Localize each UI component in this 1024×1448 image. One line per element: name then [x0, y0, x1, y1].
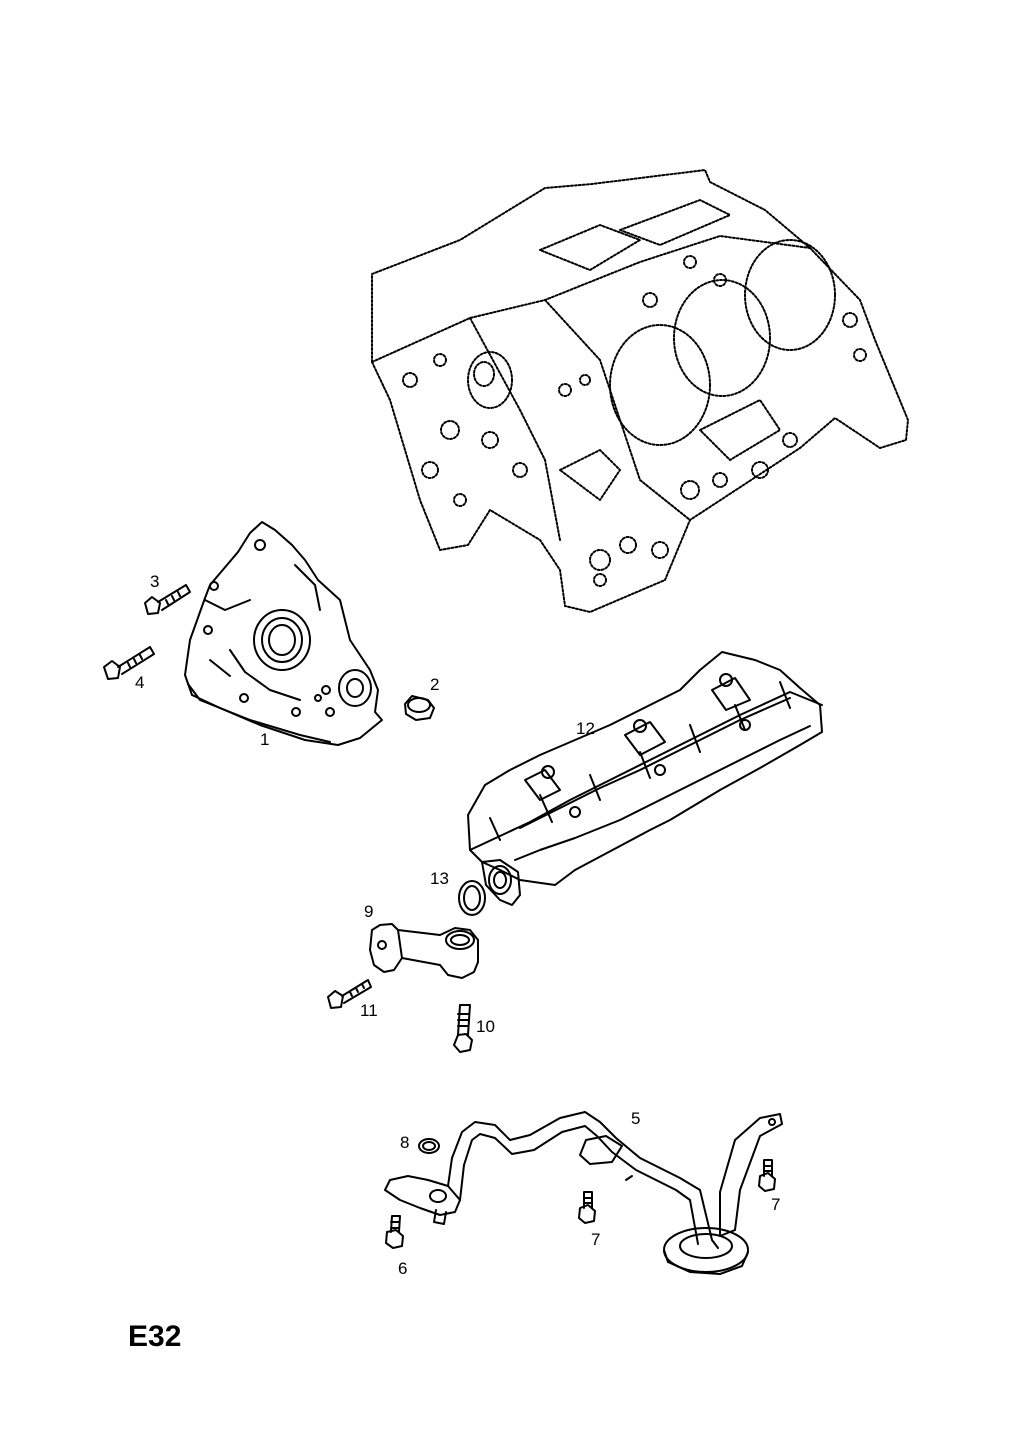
bolt [103, 646, 155, 680]
callout-3: 3 [150, 572, 160, 591]
bolt [385, 1215, 404, 1249]
seal-ring [458, 880, 486, 916]
callout-6: 6 [398, 1259, 408, 1278]
bolt [453, 1004, 473, 1053]
callout-10: 10 [476, 1017, 495, 1036]
bolt [327, 979, 372, 1009]
callout-2: 2 [430, 675, 440, 694]
callout-11: 11 [360, 1001, 378, 1020]
callout-9: 9 [364, 902, 374, 921]
bearing-bridge [467, 651, 823, 906]
callout-1: 1 [260, 730, 270, 749]
oil-pump [184, 521, 383, 746]
callout-13: 13 [430, 869, 449, 888]
page-code: E32 [128, 1320, 182, 1353]
bolt [758, 1159, 776, 1192]
oil-pickup-pipe [384, 1111, 783, 1275]
callout-12: 12 [576, 719, 595, 738]
engine-block [371, 169, 909, 613]
seal-ring [418, 1138, 440, 1154]
plug [404, 695, 435, 721]
callout-5: 5 [631, 1109, 641, 1128]
callout-4: 4 [135, 673, 145, 692]
bolt [144, 584, 191, 615]
callout-7b: 7 [771, 1195, 781, 1214]
callout-8: 8 [400, 1133, 410, 1152]
callout-7a: 7 [591, 1230, 601, 1249]
pipe-connector [369, 923, 479, 979]
bolt [578, 1191, 596, 1224]
